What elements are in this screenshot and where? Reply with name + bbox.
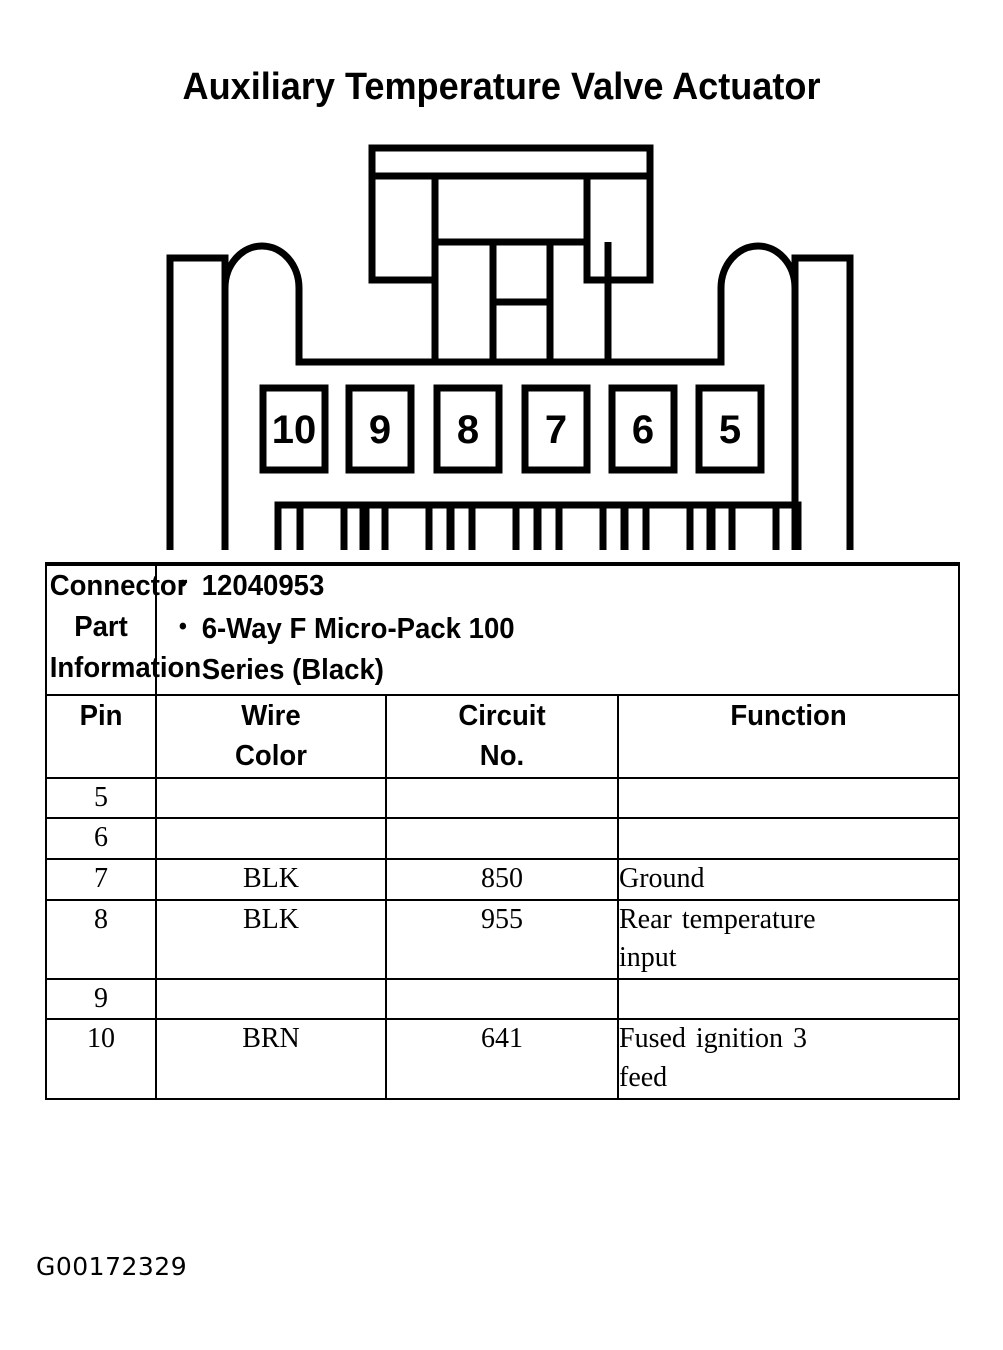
pin-number-labels: 10 9 8 7 6 5 [272, 408, 741, 452]
table-row: 9 [45, 977, 961, 1021]
part-number-value: 12040953 [201, 570, 325, 602]
connector-body-outline [166, 242, 854, 550]
cell-function [616, 817, 961, 860]
terminal-slot [533, 501, 629, 550]
cell-circuit-no [385, 776, 619, 820]
cell-pin: 7 [45, 857, 157, 901]
latch-top-bar [368, 144, 654, 180]
cell-wire-color [155, 817, 387, 860]
connector-diagram: 10 9 8 7 6 5 [150, 130, 870, 550]
cell-function: Fused ignition 3 feed [616, 1018, 961, 1100]
connector-type-value-line2: Series (Black) [201, 654, 384, 687]
cell-circuit-no: 850 [385, 857, 619, 901]
cell-wire-color [155, 977, 387, 1021]
cell-pin: 9 [45, 977, 157, 1021]
column-header-circuit-no: Circuit No. [390, 693, 614, 779]
table-row: 10 BRN 641 Fused ignition 3 feed [45, 1018, 961, 1100]
cell-pin: 6 [45, 817, 157, 860]
connector-type-value-line1: 6-Way F Micro-Pack 100 [201, 613, 515, 646]
cell-circuit-no: 955 [385, 898, 619, 980]
table-header-row: Pin Wire Color Circuit No. Function [46, 693, 959, 779]
column-header-function: Function [625, 693, 952, 779]
table-row: 5 [45, 776, 961, 820]
terminal-slot [359, 501, 455, 550]
pin-box-6 [608, 384, 678, 474]
pin-label-7: 7 [545, 408, 567, 452]
pin-label-9: 9 [369, 408, 391, 452]
pin-table: Connector Part Information • 12040953 • … [45, 562, 961, 1100]
pin-number-boxes [259, 384, 765, 474]
connector-part-info-label: Connector Part Information [47, 562, 201, 696]
cell-pin: 10 [45, 1018, 157, 1100]
cell-pin: 8 [45, 898, 157, 980]
table-row: 6 [45, 817, 961, 860]
table-row: 8 BLK 955 Rear temperature input [45, 898, 961, 980]
connector-part-info-values: • 12040953 • 6-Way F Micro-Pack 100 Seri… [175, 562, 940, 696]
bullet-icon: • [178, 570, 187, 597]
column-header-wire-color: Wire Color [160, 693, 382, 779]
cell-wire-color: BLK [155, 857, 387, 901]
part-number-item: • 12040953 [179, 566, 938, 607]
cell-wire-color [155, 776, 387, 820]
cell-wire-color: BRN [155, 1018, 387, 1100]
pin-label-6: 6 [632, 408, 654, 452]
cell-function: Ground [616, 857, 961, 901]
pin-box-9 [345, 384, 415, 474]
latch-middle-band-right [583, 172, 654, 284]
cell-wire-color: BLK [155, 898, 387, 980]
terminal-slot [274, 501, 370, 550]
terminal-slot [706, 501, 802, 550]
cell-pin: 5 [45, 776, 157, 820]
column-header-pin: Pin [47, 693, 155, 779]
cell-function: Rear temperature input [616, 898, 961, 980]
connector-part-info-row: Connector Part Information • 12040953 • … [46, 562, 959, 696]
page-title: Auxiliary Temperature Valve Actuator [182, 66, 821, 108]
connector-type-item: • 6-Way F Micro-Pack 100 Series (Black) [179, 609, 938, 691]
pin-label-8: 8 [457, 408, 479, 452]
pin-box-8 [433, 384, 503, 474]
terminal-slot [446, 501, 542, 550]
figure-code: G00172329 [36, 1252, 188, 1281]
cell-circuit-no [385, 817, 619, 860]
pin-box-7 [521, 384, 591, 474]
terminal-slot [620, 501, 716, 550]
cell-circuit-no: 641 [385, 1018, 619, 1100]
pin-label-5: 5 [719, 408, 741, 452]
cell-function [616, 776, 961, 820]
cell-function [616, 977, 961, 1021]
terminal-slots [274, 501, 802, 550]
pin-box-10 [259, 384, 329, 474]
pin-label-10: 10 [272, 408, 317, 452]
latch-middle-center [431, 176, 591, 246]
table-row: 7 BLK 850 Ground [45, 857, 961, 901]
pin-box-5 [695, 384, 765, 474]
latch-middle-band [368, 172, 439, 284]
cell-circuit-no [385, 977, 619, 1021]
bullet-icon: • [178, 613, 187, 641]
